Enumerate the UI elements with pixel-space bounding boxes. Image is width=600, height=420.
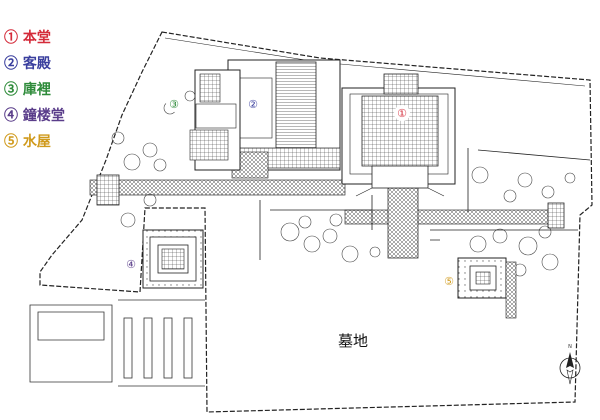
legend: ① 本堂 ② 客殿 ③ 庫裡 ④ 鐘楼堂 ⑤ 水屋 [4, 29, 65, 150]
legend-item: ③ 庫裡 [4, 81, 51, 98]
cemetery-label: 墓地 [338, 332, 368, 350]
water-pavilion [457, 257, 517, 319]
marker-guest-hall: ② [248, 98, 258, 111]
legend-item: ④ 鐘楼堂 [4, 107, 65, 124]
main-hall [341, 73, 456, 197]
north-arrow-icon: N [559, 344, 581, 385]
legend-item: ⑤ 水屋 [4, 133, 51, 150]
building-markers: ① ② ③ ④ ⑤ [123, 96, 457, 289]
kitchen-residence [189, 69, 241, 171]
garden-trees [111, 90, 576, 277]
parking-area [29, 299, 205, 387]
bell-tower [142, 229, 204, 289]
marker-bell-tower: ④ [126, 258, 136, 271]
marker-water-pavilion: ⑤ [444, 275, 454, 288]
guest-hall [227, 59, 341, 179]
marker-kitchen: ③ [169, 98, 179, 111]
north-label: N [568, 344, 572, 350]
garden-walls [259, 148, 591, 260]
legend-item: ② 客殿 [4, 55, 52, 72]
stone-path [89, 174, 565, 259]
legend-item: ① 本堂 [4, 29, 51, 46]
marker-main-hall: ① [397, 107, 407, 120]
